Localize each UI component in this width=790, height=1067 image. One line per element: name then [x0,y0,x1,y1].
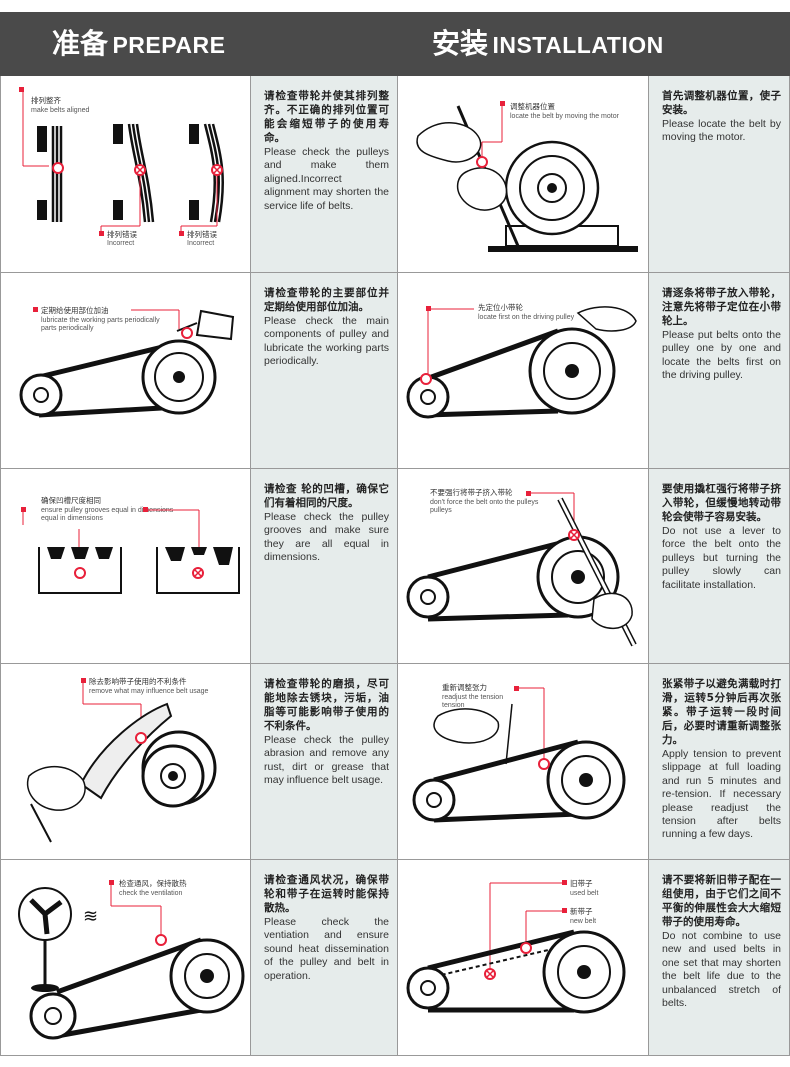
row-5: 检查通风，保持散热 check the ventilation ≋ [0,860,790,1056]
instruction-grid: 排列整齐 make belts aligned 排列错误 [0,76,790,1056]
row-1: 排列整齐 make belts aligned 排列错误 [0,76,790,273]
svg-text:equal in dimensions: equal in dimensions [41,515,103,522]
svg-text:remove what may influence belt: remove what may influence belt usage [89,688,209,695]
prepare-illustration-alignment: 排列整齐 make belts aligned 排列错误 [0,76,251,273]
install-text-no-lever: 要使用撬杠强行将带子挤入带轮，但缓慢地转动带轮会使带子容易安装。 Do not … [649,469,790,664]
svg-text:排列错误: 排列错误 [107,229,137,239]
svg-text:先定位小带轮: 先定位小带轮 [478,302,523,312]
install-text-new-used: 请不要将新旧带子配在一组使用，由于它们之间不平衡的伸展性会大大缩短带子的使用寿命… [649,860,790,1056]
install-illustration-locate-motor: 调整机器位置 locate the belt by moving the mot… [398,76,649,273]
svg-text:locate the belt by moving the: locate the belt by moving the motor [510,113,620,120]
svg-text:don't force the belt onto the: don't force the belt onto the pulleys [430,499,539,506]
prepare-text-grooves: 请检查 轮的凹槽，确保它们有着相同的尺度。 Please check the p… [251,469,398,664]
svg-text:确保凹槽尺度相同: 确保凹槽尺度相同 [41,495,101,505]
install-text-tension: 张紧带子以避免满载时打滑，运转5分钟后再次张紧。带子运转一段时间后，必要时请重新… [649,664,790,860]
install-illustration-new-used: 旧带子 used belt 新带子 new belt [398,860,649,1056]
svg-text:new belt: new belt [570,918,596,925]
svg-text:used belt: used belt [570,890,598,897]
svg-text:排列整齐: 排列整齐 [31,95,61,105]
row-4: 除去影响带子使用的不利条件 remove what may influence … [0,664,790,860]
svg-text:readjust the tension: readjust the tension [442,694,503,701]
install-illustration-tension: 重新调整张力 readjust the tension tension [398,664,649,860]
svg-text:make belts aligned: make belts aligned [31,107,89,114]
install-text-driving-pulley: 请逐条将带子放入带轮，注意先将带子定位在小带轮上。 Please put bel… [649,273,790,469]
prepare-heading: 准备 PREPARE [52,27,226,60]
svg-text:lubricate the working parts pe: lubricate the working parts periodically [41,317,160,324]
prepare-illustration-grooves: 确保凹槽尺度相同 ensure pulley grooves equal in … [0,469,251,664]
svg-text:不要强行将带子挤入带轮: 不要强行将带子挤入带轮 [430,487,513,497]
svg-text:locate first on the driving pu: locate first on the driving pulley [478,314,575,321]
svg-text:check the ventilation: check the ventilation [119,890,183,897]
svg-text:调整机器位置: 调整机器位置 [510,101,555,111]
prepare-text-ventilation: 请检查通风状况，确保带轮和带子在运转时能保持散热。 Please check t… [251,860,398,1056]
svg-text:≋: ≋ [83,906,98,927]
install-text-locate-motor: 首先调整机器位置，使子安装。 Please locate the belt by… [649,76,790,273]
install-illustration-no-lever: 不要强行将带子挤入带轮 don't force the belt onto th… [398,469,649,664]
installation-heading: 安装 INSTALLATION [432,27,664,60]
svg-text:旧带子: 旧带子 [570,879,593,888]
svg-text:检查通风，保持散热: 检查通风，保持散热 [119,878,187,888]
svg-text:Incorrect: Incorrect [107,240,134,247]
svg-text:parts periodically: parts periodically [41,325,94,332]
prepare-illustration-remove-rust: 除去影响带子使用的不利条件 remove what may influence … [0,664,251,860]
svg-text:除去影响带子使用的不利条件: 除去影响带子使用的不利条件 [89,676,187,686]
prepare-text-alignment: 请检查带轮并使其排列整齐。不正确的排列位置可能会缩短带子的使用寿命。 Pleas… [251,76,398,273]
prepare-text-lubricate: 请检查带轮的主要部位并定期给使用部位加油。 Please check the m… [251,273,398,469]
svg-text:pulleys: pulleys [430,507,452,514]
header-bar: 准备 PREPARE 安装 INSTALLATION [0,12,790,76]
svg-text:tension: tension [442,702,465,709]
svg-text:ensure pulley grooves equal in: ensure pulley grooves equal in dimension… [41,507,174,514]
svg-text:定期给使用部位加油: 定期给使用部位加油 [41,305,109,315]
svg-text:重新调整张力: 重新调整张力 [442,682,487,692]
install-illustration-driving-pulley: 先定位小带轮 locate first on the driving pulle… [398,273,649,469]
row-3: 确保凹槽尺度相同 ensure pulley grooves equal in … [0,469,790,664]
prepare-text-remove-rust: 请检查带轮的磨损，尽可能地除去锈块，污垢，油脂等可能影响带子使用的不利条件。 P… [251,664,398,860]
svg-text:排列错误: 排列错误 [187,229,217,239]
prepare-illustration-ventilation: 检查通风，保持散热 check the ventilation ≋ [0,860,251,1056]
row-2: 定期给使用部位加油 lubricate the working parts pe… [0,273,790,469]
prepare-illustration-lubricate: 定期给使用部位加油 lubricate the working parts pe… [0,273,251,469]
svg-text:Incorrect: Incorrect [187,240,214,247]
svg-text:新带子: 新带子 [570,906,593,916]
